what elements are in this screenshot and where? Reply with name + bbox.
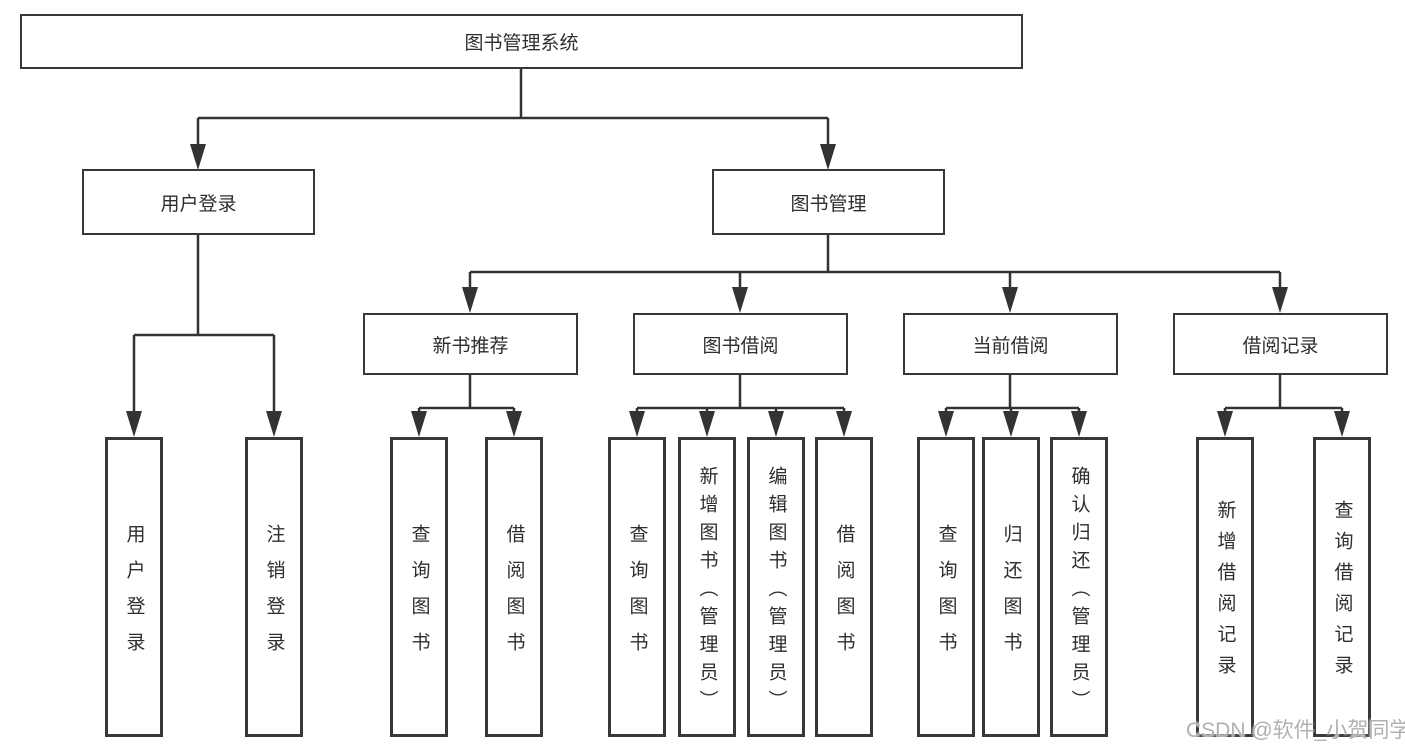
node-library-management-system: 图书管理系统 <box>20 14 1023 69</box>
leaf-label: 借阅图书 <box>503 523 525 668</box>
leaf-label: 注销登录 <box>263 523 285 668</box>
leaf-logout: 注销登录 <box>245 437 303 737</box>
watermark: CSDN @软件_小贺同学 <box>1186 719 1405 742</box>
leaf-label: 用户登录 <box>123 523 145 668</box>
leaf-add-books-admin: 新增图书（管理员） <box>678 437 736 737</box>
leaf-label: 借阅图书 <box>833 523 855 668</box>
leaf-borrow-books: 借阅图书 <box>485 437 543 737</box>
leaf-query-borrow-record: 查询借阅记录 <box>1313 437 1371 737</box>
node-book-management: 图书管理 <box>712 169 945 235</box>
leaf-borrow-books: 借阅图书 <box>815 437 873 737</box>
node-label: 新书推荐 <box>432 335 509 357</box>
leaf-label: 查询借阅记录 <box>1331 500 1353 686</box>
node-user-login: 用户登录 <box>82 169 315 235</box>
leaf-user-login: 用户登录 <box>105 437 163 737</box>
leaf-label: 编辑图书（管理员） <box>765 465 787 718</box>
leaf-label: 查询图书 <box>935 523 957 668</box>
leaf-label: 归还图书 <box>1000 523 1022 668</box>
leaf-label: 确认归还（管理员） <box>1068 465 1090 718</box>
leaf-return-books: 归还图书 <box>982 437 1040 737</box>
leaf-label: 查询图书 <box>408 523 430 668</box>
node-label: 借阅记录 <box>1242 335 1319 357</box>
node-borrow-record: 借阅记录 <box>1173 313 1388 375</box>
node-label: 图书管理 <box>790 193 867 215</box>
node-label: 用户登录 <box>160 193 237 215</box>
node-label: 图书借阅 <box>702 335 779 357</box>
leaf-edit-books-admin: 编辑图书（管理员） <box>747 437 805 737</box>
leaf-query-books: 查询图书 <box>917 437 975 737</box>
leaf-label: 新增借阅记录 <box>1214 500 1236 686</box>
leaf-label: 新增图书（管理员） <box>696 465 718 718</box>
node-book-borrow: 图书借阅 <box>633 313 848 375</box>
leaf-label: 查询图书 <box>626 523 648 668</box>
leaf-add-borrow-record: 新增借阅记录 <box>1196 437 1254 737</box>
leaf-confirm-return-admin: 确认归还（管理员） <box>1050 437 1108 737</box>
node-label: 当前借阅 <box>972 335 1049 357</box>
node-current-borrow: 当前借阅 <box>903 313 1118 375</box>
leaf-query-books: 查询图书 <box>390 437 448 737</box>
node-label: 图书管理系统 <box>464 33 579 54</box>
leaf-query-books: 查询图书 <box>608 437 666 737</box>
node-new-book-recommend: 新书推荐 <box>363 313 578 375</box>
